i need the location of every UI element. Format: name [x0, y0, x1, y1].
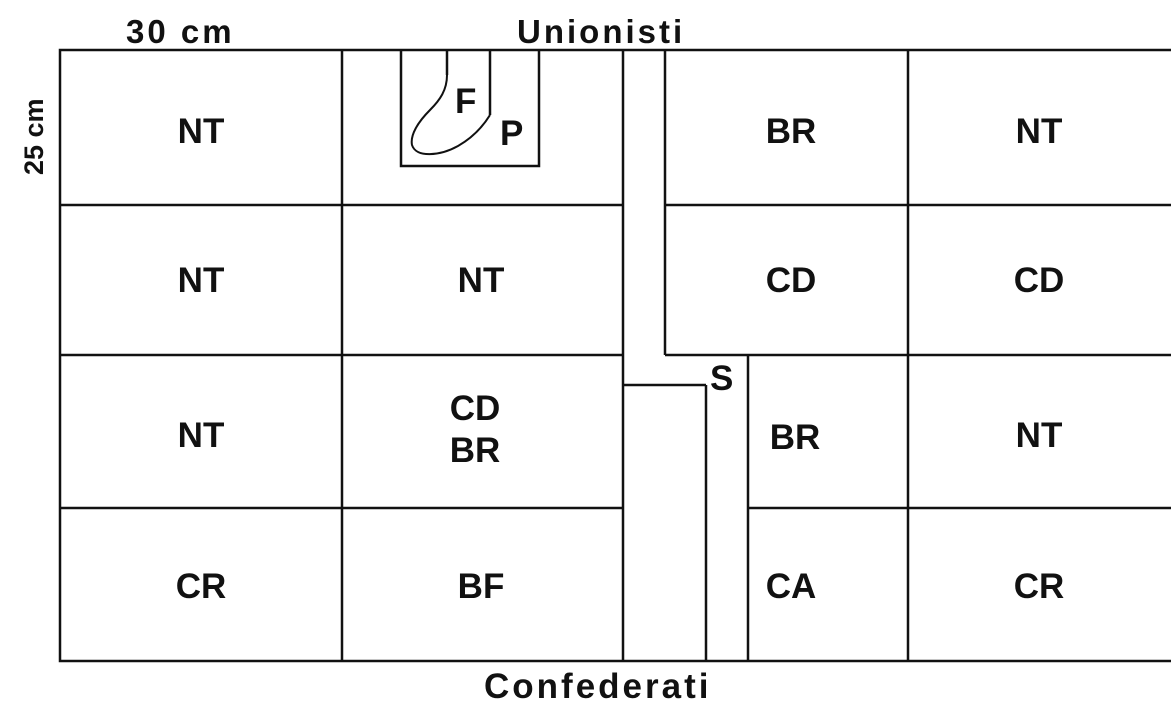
bottom-title: Confederati [484, 667, 711, 702]
grid-lines [60, 50, 1171, 661]
footprint-icon [412, 75, 490, 154]
cell-r1c3: BR [766, 112, 817, 151]
cell-r3c2-bottom: BR [450, 431, 501, 470]
height-label: 25 cm [19, 98, 49, 175]
cell-r3c1: NT [178, 416, 225, 455]
cell-r2c3: CD [766, 261, 817, 300]
width-label: 30 cm [126, 13, 235, 50]
top-title: Unionisti [517, 13, 685, 50]
cell-r3c3: BR [770, 418, 821, 457]
footprint-label-p: P [500, 114, 523, 153]
cell-r4c2: BF [458, 567, 505, 606]
cell-r1c4: NT [1016, 112, 1063, 151]
cell-r2c1: NT [178, 261, 225, 300]
cell-r3c2-top: CD [450, 389, 501, 428]
cell-r4c1: CR [176, 567, 227, 606]
cell-r1c1: NT [178, 112, 225, 151]
cell-r2c2: NT [458, 261, 505, 300]
footprint-label-f: F [455, 82, 476, 121]
cell-r3c4: NT [1016, 416, 1063, 455]
cell-r4c3: CA [766, 567, 817, 606]
marker-s-label: S [710, 359, 733, 398]
cell-r2c4: CD [1014, 261, 1065, 300]
cell-r4c4: CR [1014, 567, 1065, 606]
